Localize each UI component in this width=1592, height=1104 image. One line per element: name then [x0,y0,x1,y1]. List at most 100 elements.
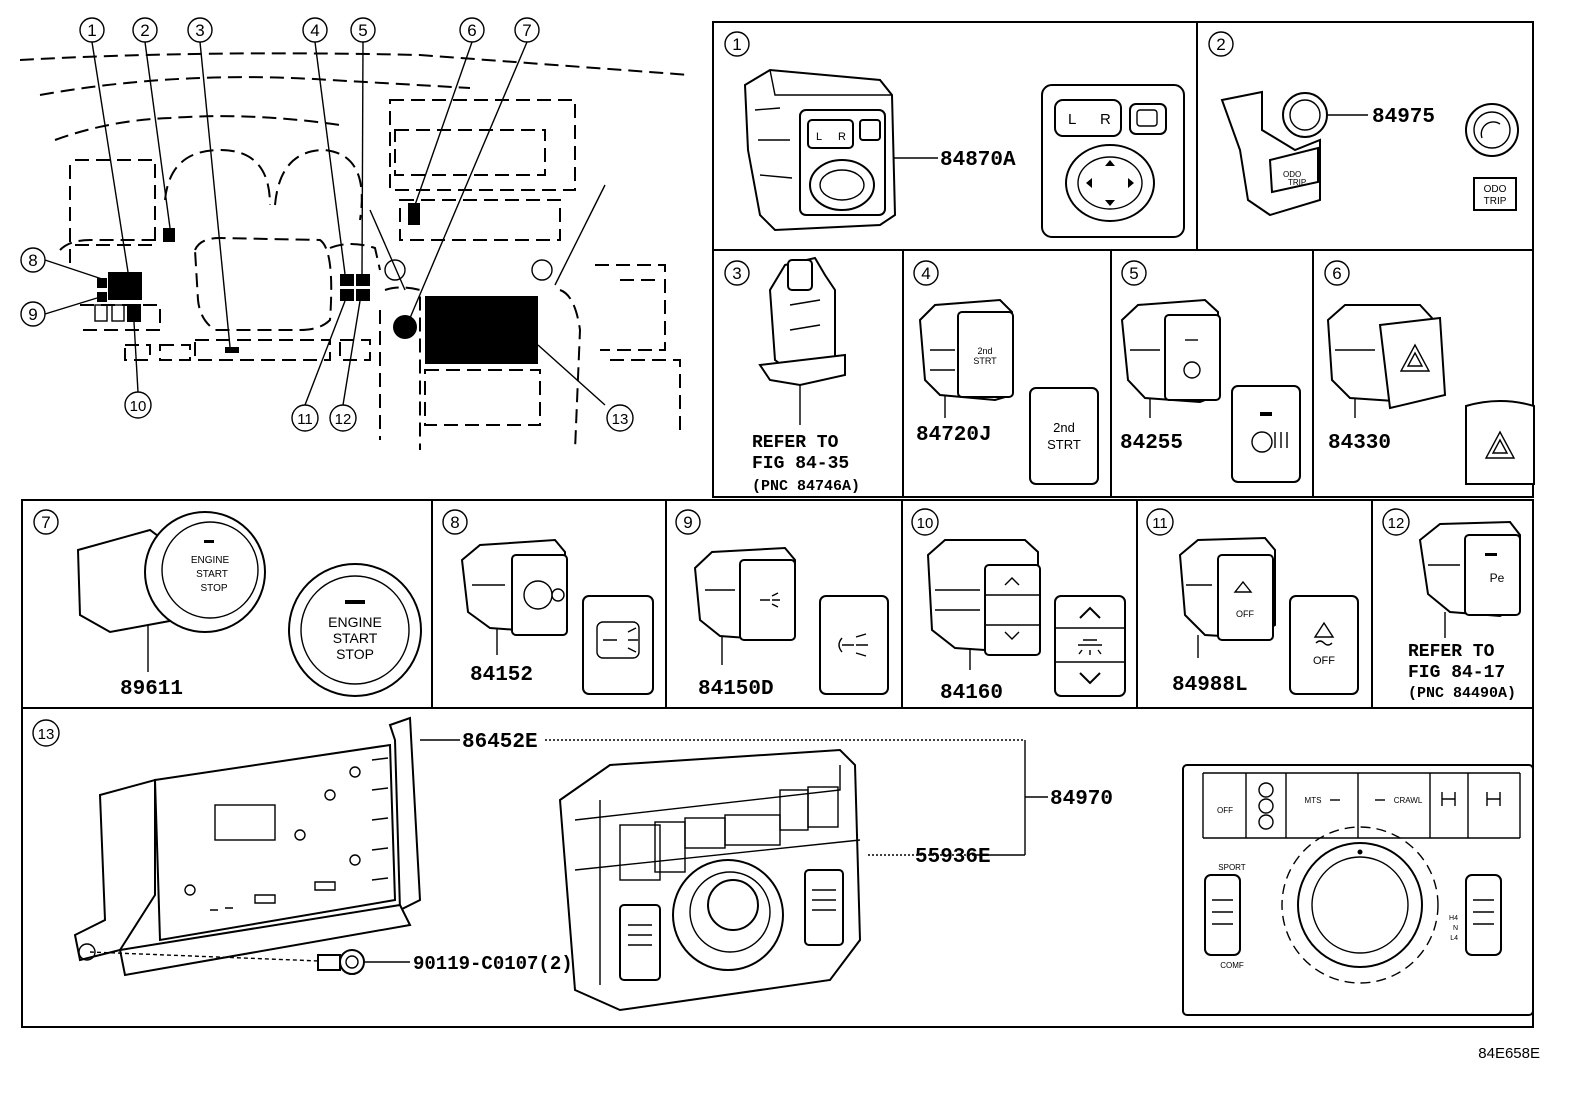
svg-text:SPORT: SPORT [1218,863,1246,872]
second-start-icon: 2nd STRT [1029,387,1099,485]
panel-9: 9 84150D [675,509,889,701]
part-number-84150D: 84150D [698,678,774,701]
svg-text:STOP: STOP [336,646,374,662]
svg-text:1: 1 [87,21,96,40]
second-start-switch-part: 2nd STRT [918,298,1014,402]
overview-callout-6: 6 [459,17,485,43]
panel-5-callout: 5 [1129,264,1138,283]
svg-text:START: START [333,630,378,646]
panel-13-callout: 13 [38,726,55,743]
console-switch-face-icon: OFF MTS CRAWL SPORT COMF H4 N [1182,764,1534,1016]
svg-text:2: 2 [140,21,149,40]
vsc-off-switch-part: OFF [1178,536,1276,641]
overview-callout-4: 4 [302,17,328,43]
svg-text:7: 7 [522,21,531,40]
panel-4: 4 2nd STRT 84720J 2nd STRT [913,260,1099,485]
overview-callout-9: 9 [20,301,46,327]
svg-text:OFF: OFF [1313,655,1335,667]
figure-code: 84E658E [1478,1045,1540,1062]
dashboard-overview: 1 2 3 4 5 6 7 8 9 10 11 12 13 [19,17,691,451]
refer-fig-84-17-line-1: REFER TO [1408,642,1495,662]
steering-heater-switch-part [1120,298,1221,404]
svg-text:3: 3 [195,21,204,40]
svg-text:4: 4 [310,21,319,40]
vsc-off-icon: OFF [1289,595,1359,695]
svg-text:R: R [838,131,846,143]
panel-grid [21,21,1534,1028]
panel-8-callout: 8 [450,513,459,532]
svg-text:START: START [196,569,228,580]
overview-callout-2: 2 [132,17,158,43]
svg-text:N: N [1453,925,1458,932]
svg-text:STRT: STRT [973,356,997,366]
svg-text:CRAWL: CRAWL [1394,796,1423,805]
part-number-84160: 84160 [940,682,1003,705]
engine-start-switch-part: ENGINE START STOP [76,511,266,634]
refer-text-line-2: FIG 84-35 [752,454,849,474]
engine-start-icon: ENGINE START STOP [288,563,422,697]
svg-text:L: L [816,131,822,143]
part-number-86452E: 86452E [462,731,538,754]
panel-7-callout: 7 [41,513,50,532]
refer-fig-84-17-line-3: (PNC 84490A) [1408,685,1516,702]
part-number-84255: 84255 [1120,432,1183,455]
headlamp-leveling-icon [582,595,654,695]
overview-callout-5: 5 [350,17,376,43]
panel-2: 2 ODO TRIP 84975 ODO TRIP [1208,31,1519,217]
panel-1-callout: 1 [732,35,741,54]
svg-text:STOP: STOP [200,583,227,594]
part-number-84970: 84970 [1050,788,1113,811]
svg-text:10: 10 [130,398,147,415]
overview-callout-7: 7 [514,17,540,43]
panel-3-callout: 3 [732,264,741,283]
overview-callout-1: 1 [79,17,105,43]
screw-part [89,949,365,975]
panel-13: 13 86452E 84970 [32,716,1534,1016]
panel-light-control-icon [1054,595,1126,697]
svg-text:2nd: 2nd [1053,420,1075,435]
svg-text:COMF: COMF [1220,961,1244,970]
svg-text:5: 5 [358,21,367,40]
overview-callout-12: 12 [329,404,357,432]
mirror-switch-part: L R [743,68,897,232]
refer-text-line-3: (PNC 84746A) [752,478,860,495]
panel-3: 3 REFER TO FIG 84-35 (PNC 84746A) [724,256,860,495]
odo-trip-switch-part: ODO TRIP [1220,90,1328,217]
mirror-switch-icon: L R [1041,84,1185,238]
svg-text:ENGINE: ENGINE [328,614,382,630]
part-number-84330: 84330 [1328,432,1391,455]
svg-text:OFF: OFF [1236,609,1254,619]
svg-text:2nd: 2nd [977,346,992,356]
panel-11: 11 OFF 84988L OFF [1146,508,1359,697]
svg-text:L4: L4 [1450,935,1458,942]
console-switch-unit-part [558,748,862,1012]
fog-lamp-switch-part [693,546,796,642]
svg-text:L: L [1068,111,1076,128]
svg-text:ENGINE: ENGINE [191,555,230,566]
svg-text:OFF: OFF [1217,806,1233,815]
panel-5: 5 84255 [1120,260,1301,483]
bracket-part [73,716,422,977]
part-number-84988L: 84988L [1172,674,1248,697]
part-number-84720J: 84720J [916,424,992,447]
svg-text:12: 12 [335,411,352,428]
panel-2-callout: 2 [1216,35,1225,54]
svg-text:8: 8 [28,251,37,270]
panel-10-callout: 10 [917,515,934,532]
svg-text:R: R [1100,111,1111,128]
odo-trip-icon: ODO TRIP [1465,103,1519,211]
part-number-55936E: 55936E [915,846,991,869]
svg-text:STRT: STRT [1047,437,1081,452]
panel-9-callout: 9 [683,513,692,532]
part-number-89611: 89611 [120,678,183,701]
panel-light-control-switch-part [926,539,1041,656]
overview-callout-10: 10 [124,391,152,419]
panel-11-callout: 11 [1152,515,1168,532]
overview-callout-8: 8 [20,247,46,273]
part-number-84870A: 84870A [940,149,1016,172]
overview-callout-3: 3 [187,17,213,43]
panel-10: 10 84160 [911,508,1126,705]
svg-text:H4: H4 [1449,915,1458,922]
